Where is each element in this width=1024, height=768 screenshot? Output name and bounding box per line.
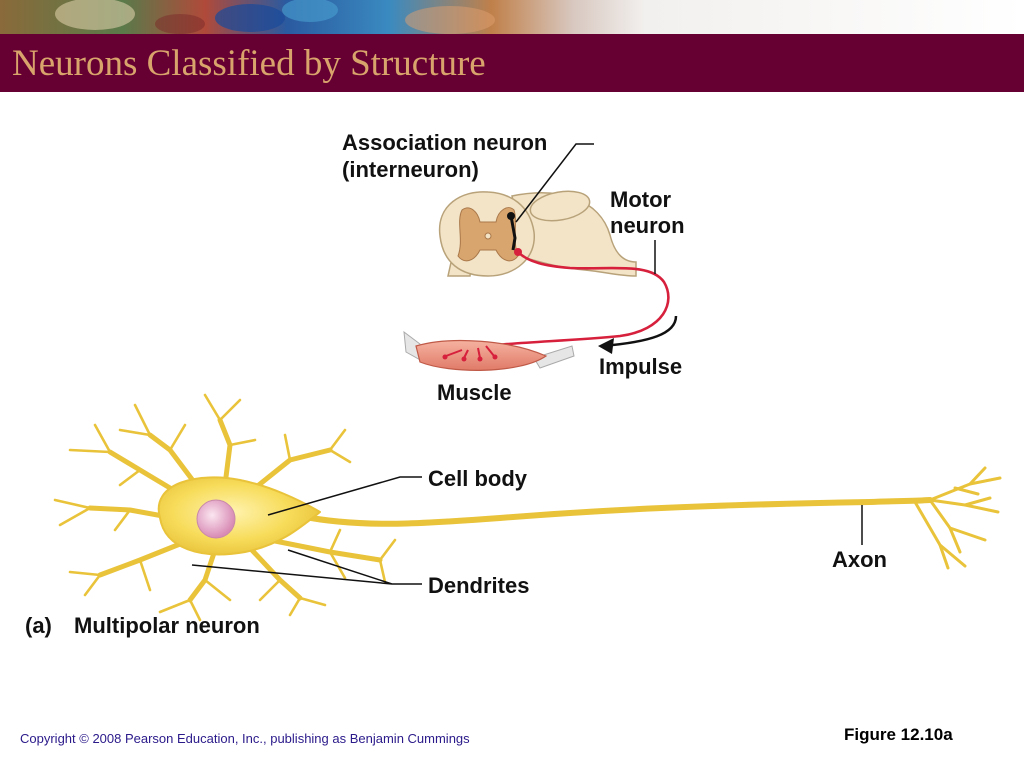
nucleus	[196, 499, 236, 539]
impulse-arrowhead	[598, 338, 614, 354]
interneuron-label: (interneuron)	[342, 157, 479, 182]
copyright-notice: Copyright © 2008 Pearson Education, Inc.…	[20, 731, 470, 746]
banner-image	[0, 0, 1024, 34]
impulse-label: Impulse	[599, 354, 682, 379]
motor-label: Motor	[610, 187, 672, 212]
motor-neuron-pathway	[461, 251, 670, 352]
dendrites-leader-line	[191, 549, 422, 585]
impulse-arrow	[601, 315, 678, 348]
cell-body-leader-line	[267, 476, 422, 516]
title-bar	[0, 34, 1024, 92]
multipolar-neuron-illustration	[53, 393, 1002, 622]
figure-number: Figure 12.10a	[844, 725, 953, 744]
caption-letter: (a)	[25, 613, 52, 638]
caption-text: Multipolar neuron	[74, 613, 260, 638]
cell-body-label: Cell body	[428, 466, 528, 491]
spinal-cord-illustration	[438, 190, 637, 277]
axon-label: Axon	[832, 547, 887, 572]
association-neuron-label: Association neuron	[342, 130, 547, 155]
dendrites-label: Dendrites	[428, 573, 529, 598]
muscle-illustration	[403, 330, 575, 371]
association-leader-line	[515, 143, 594, 223]
neuron-label: neuron	[610, 213, 685, 238]
slide-title: Neurons Classified by Structure	[12, 43, 486, 84]
muscle-label: Muscle	[437, 380, 512, 405]
